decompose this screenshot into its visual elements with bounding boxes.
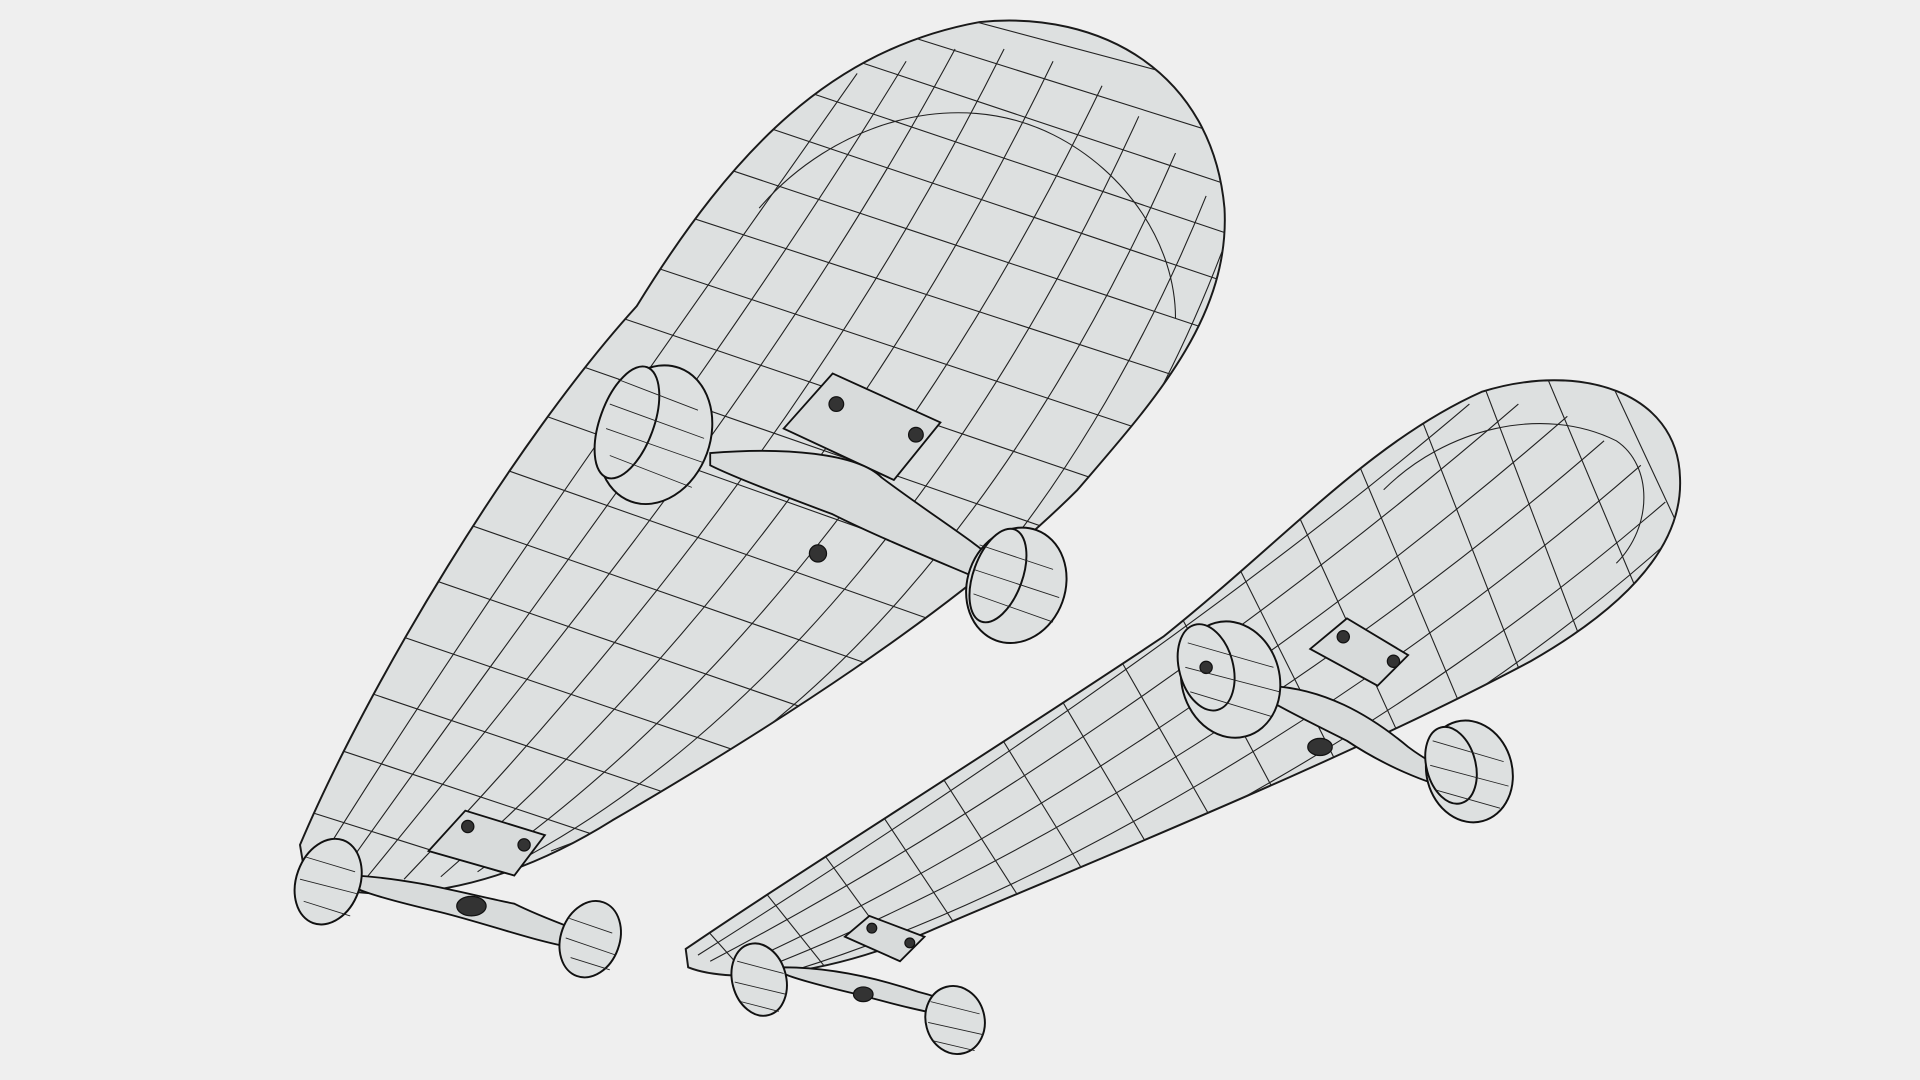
- bolt: [1386, 654, 1401, 668]
- wheel-right-front-2: [1424, 719, 1514, 824]
- bolt: [866, 922, 878, 934]
- truck-left-rear: [354, 809, 587, 951]
- wheel-right-rear-1: [730, 942, 788, 1017]
- bolt: [828, 396, 845, 413]
- kingpin-nut: [808, 544, 828, 563]
- bolt: [517, 838, 531, 852]
- kingpin-nut: [852, 986, 874, 1003]
- bolt: [1336, 630, 1350, 644]
- wheel-left-rear-2: [558, 900, 622, 979]
- skateboard-right: [684, 379, 1681, 1055]
- kingpin-nut: [1307, 737, 1333, 757]
- wheel-right-front-1: [1176, 620, 1282, 739]
- wheel-left-rear-1: [293, 837, 363, 926]
- bolt: [907, 426, 924, 443]
- wheel-left-front-2: [965, 526, 1068, 645]
- bolt: [461, 819, 475, 834]
- skateboard-left: [293, 19, 1226, 979]
- wheel-right-rear-2: [924, 985, 986, 1055]
- kingpin-nut: [456, 895, 487, 917]
- bolt: [904, 937, 916, 949]
- truck-right-front: [1260, 617, 1465, 791]
- truck-right-rear: [782, 914, 963, 1018]
- wheel-left-front-1: [593, 364, 714, 506]
